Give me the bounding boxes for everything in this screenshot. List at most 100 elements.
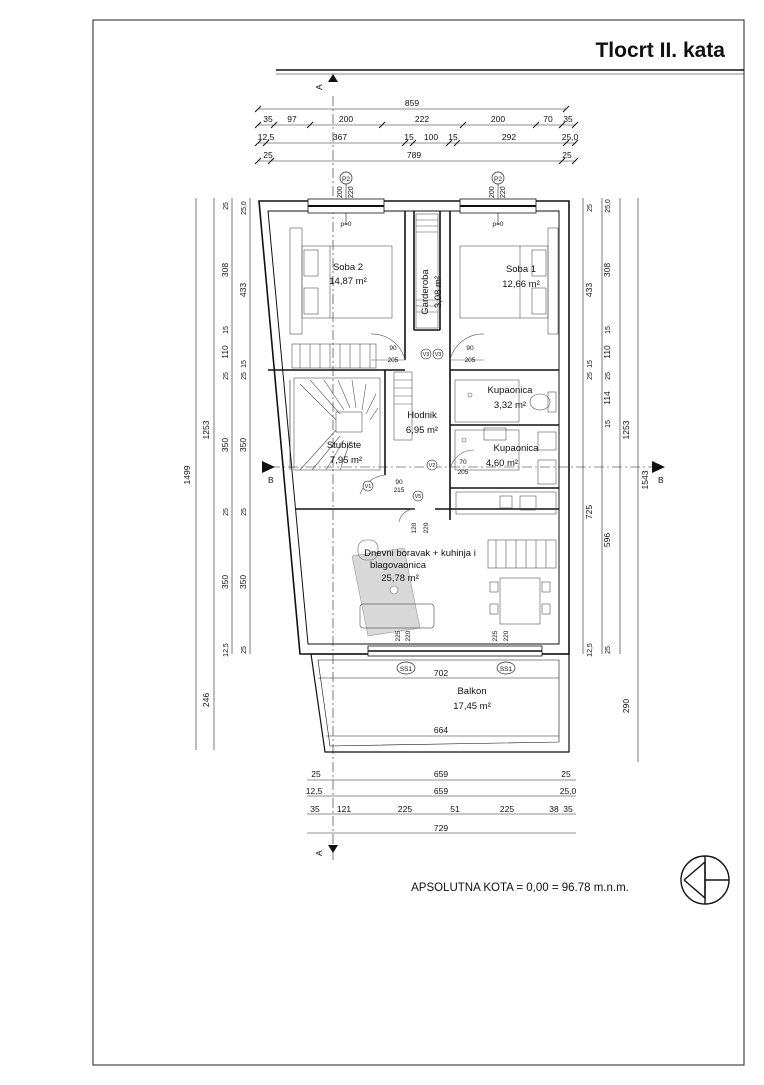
door-tag-v1: V1: [365, 484, 372, 490]
dim-bottom-total: 729: [434, 823, 448, 833]
svg-text:SS1: SS1: [400, 666, 413, 673]
dim-left-i2-5: 25: [241, 508, 248, 516]
room-area-dnevni-boravak: 25,78 m²: [381, 573, 419, 584]
svg-text:220: 220: [500, 186, 507, 198]
absolute-elevation-note: APSOLUTNA KOTA = 0,00 = 96.78 m.n.m.: [411, 882, 629, 894]
dim-top-total: 859: [405, 98, 419, 108]
dim-right-i2-1: 308: [602, 263, 612, 277]
room-area-hodnik: 6,95 m²: [406, 425, 438, 436]
living-room-furniture: [351, 539, 435, 637]
dim-left-i1-5: 350: [220, 438, 230, 452]
dim-bottom-r1-1: 659: [434, 769, 448, 779]
svg-text:p=0: p=0: [492, 221, 503, 228]
closet-soba-2: [291, 343, 377, 369]
dim-door-70: 70: [459, 459, 467, 466]
dim-bottom-r3-1: 121: [337, 804, 351, 814]
dim-door-205-bath: 205: [458, 469, 469, 476]
room-name-kupaonica-2: Kupaonica: [494, 443, 540, 454]
bed-soba-2: [289, 227, 393, 335]
dim-right-outer: 1543: [640, 470, 650, 489]
section-a-bottom-arrow: [328, 845, 338, 853]
dim-door-215: 215: [394, 487, 405, 494]
section-a-top-arrow: [328, 74, 338, 82]
dim-left-i2-3: 25: [241, 372, 248, 380]
room-name-dnevni-boravak: Dnevni boravak + kuhinja i: [364, 548, 476, 559]
room-area-soba-1: 12,66 m²: [502, 279, 540, 290]
dim-left-balcony: 246: [201, 693, 211, 707]
top-dimension-ticks: [254, 105, 579, 165]
section-b-left-label: B: [268, 475, 274, 485]
dim-left-i1-0: 25: [223, 202, 230, 210]
dim-top-r2-6: 25,0: [562, 132, 579, 142]
dim-right-i2-8: 25: [605, 646, 612, 654]
dim-left-i2-1: 433: [238, 283, 248, 297]
kitchen-counter: [455, 491, 557, 625]
room-area-kupaonica-1: 3,32 m²: [494, 400, 526, 411]
dim-top-r1-2: 200: [339, 114, 353, 124]
dim-top-r3-1: 789: [407, 150, 421, 160]
dim-bottom-r2-1: 659: [434, 786, 448, 796]
door-tags: V3 V3 V2 V1 V5: [362, 348, 444, 502]
dim-bottom-r3-2: 225: [398, 804, 412, 814]
room-name-soba-1: Soba 1: [506, 264, 536, 275]
bottom-dimension-lines: [307, 779, 576, 834]
dim-right-i2-4: 25: [605, 372, 612, 380]
section-b-left-arrow: [262, 461, 275, 473]
section-a-bottom-label: A: [314, 850, 324, 856]
dim-bottom-r3-3: 51: [450, 804, 460, 814]
dim-right-i2-5: 114: [602, 391, 612, 405]
sheet-frame: [92, 19, 745, 1066]
dim-left-i2-2: 15: [241, 360, 248, 368]
dim-door-90-right: 90: [466, 345, 474, 352]
dim-right-i1-3: 25: [587, 372, 594, 380]
top-dimension-lines: [258, 108, 576, 162]
dim-right-balcony: 290: [621, 699, 631, 713]
dim-balcony-door-left-220: 220: [405, 630, 412, 641]
room-name2-dnevni-boravak: blagovaonica: [370, 560, 427, 571]
dim-balcony-door-right-225: 225: [492, 630, 499, 641]
left-dimension-lines: [195, 198, 251, 750]
room-area-garderoba: 3,08 m²: [433, 276, 444, 308]
room-name-hodnik: Hodnik: [407, 410, 437, 421]
dim-top-r2-2: 15: [404, 132, 414, 142]
dim-balcony-664: 664: [434, 725, 448, 735]
window-tag-p2-right: P2 200 220 p=0: [489, 171, 507, 228]
dim-top-r3-2: 25: [562, 150, 572, 160]
room-area-soba-2: 14,87 m²: [329, 276, 367, 287]
dim-right-i2-0: 25,0: [605, 199, 612, 213]
dim-left-i1-1: 308: [220, 263, 230, 277]
room-area-balkon: 17,45 m²: [453, 701, 491, 712]
dim-top-r3-0: 25: [263, 150, 273, 160]
dim-door-90-stair: 90: [395, 479, 403, 486]
dim-left-mid: 1253: [201, 420, 211, 439]
room-name-balkon: Balkon: [457, 686, 486, 697]
dim-top-r1-4: 200: [491, 114, 505, 124]
dim-balcony-door-right-220: 220: [503, 630, 510, 641]
dim-right-i1-5: 12,5: [587, 643, 594, 657]
room-name-kupaonica-1: Kupaonica: [488, 385, 534, 396]
svg-text:220: 220: [348, 186, 355, 198]
section-a-top-label: A: [314, 84, 324, 90]
dim-bottom-r3-6: 35: [563, 804, 573, 814]
dim-top-r2-5: 292: [502, 132, 516, 142]
room-area-stubiste: 7,95 m²: [330, 455, 362, 466]
dim-left-outer: 1499: [182, 465, 192, 484]
dim-left-i1-3: 110: [220, 345, 230, 359]
dim-right-i1-1: 433: [584, 283, 594, 297]
dim-top-r1-1: 97: [287, 114, 297, 124]
dim-top-r2-1: 367: [333, 132, 347, 142]
dim-top-r2-4: 15: [448, 132, 458, 142]
window-tag-ss1-right: SS1: [496, 661, 516, 675]
bathroom-2-fixtures: [454, 427, 557, 485]
dim-left-i1-2: 15: [223, 326, 230, 334]
dim-top-r2-3: 100: [424, 132, 438, 142]
staircase: [293, 377, 381, 471]
dim-right-i2-2: 15: [605, 326, 612, 334]
right-dimension-lines: [582, 198, 639, 762]
dim-left-i2-6: 350: [238, 575, 248, 589]
dim-right-i2-7: 596: [602, 533, 612, 547]
wardrobe-shelving: [415, 213, 439, 329]
dim-bottom-r2-0: 12,5: [306, 786, 323, 796]
dim-door-90-left: 90: [389, 345, 397, 352]
